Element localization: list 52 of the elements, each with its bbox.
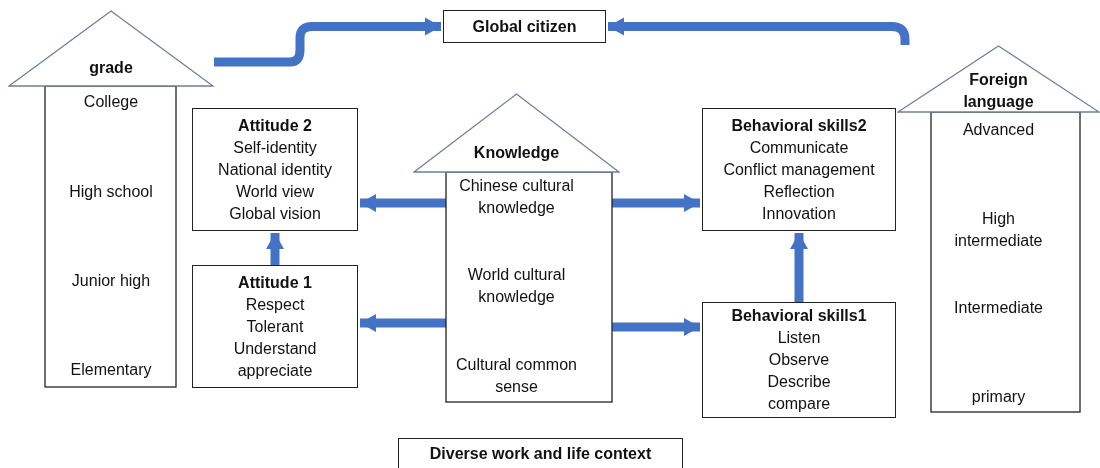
heading-text: Behavioral skills1 bbox=[731, 306, 867, 326]
house-shaped-column bbox=[8, 10, 214, 388]
text-box bbox=[192, 265, 358, 388]
arrow bbox=[790, 233, 808, 302]
item-text: Observe bbox=[768, 350, 830, 370]
text-box bbox=[702, 302, 896, 418]
item-text: Understand bbox=[233, 338, 317, 359]
item-text: Global vision bbox=[229, 203, 321, 224]
arrow bbox=[612, 194, 700, 212]
level-label: High school bbox=[68, 182, 154, 202]
arrow bbox=[214, 17, 441, 67]
item-text: Describe bbox=[767, 372, 831, 392]
level-label: High intermediate bbox=[953, 209, 1044, 251]
level-label: Chinese cultural knowledge bbox=[458, 176, 575, 218]
heading-text: Global citizen bbox=[472, 16, 577, 37]
item-text: Respect bbox=[245, 294, 305, 315]
house-shaped-column bbox=[413, 93, 620, 403]
level-label: College bbox=[82, 92, 140, 112]
item-text: National identity bbox=[218, 159, 332, 180]
text-box bbox=[398, 438, 683, 468]
item-text: compare bbox=[767, 394, 831, 414]
level-label: World cultural knowledge bbox=[466, 265, 567, 307]
level-label: Intermediate bbox=[953, 298, 1044, 318]
item-text: Conflict management bbox=[723, 159, 875, 180]
arrow bbox=[612, 318, 700, 336]
heading-text: Diverse work and life context bbox=[429, 444, 652, 464]
arrow bbox=[266, 233, 284, 265]
item-text: World view bbox=[236, 181, 314, 202]
heading-text: Behavioral skills2 bbox=[731, 115, 867, 136]
heading-text: Knowledge bbox=[472, 143, 561, 163]
heading-text: Foreign language bbox=[962, 70, 1035, 112]
item-text: Communicate bbox=[749, 137, 849, 158]
level-label: Cultural common sense bbox=[455, 355, 578, 397]
text-box bbox=[192, 108, 358, 231]
item-text: Listen bbox=[777, 328, 821, 348]
arrow bbox=[360, 194, 446, 212]
item-text: Reflection bbox=[763, 181, 835, 202]
level-label: Junior high bbox=[70, 271, 152, 291]
item-text: Self-identity bbox=[233, 137, 317, 158]
item-text: Innovation bbox=[762, 203, 836, 224]
arrow bbox=[360, 314, 446, 332]
level-label: Advanced bbox=[961, 120, 1036, 140]
text-box bbox=[702, 108, 896, 231]
text-box bbox=[443, 10, 606, 43]
heading-text: grade bbox=[88, 58, 134, 78]
house-shaped-column bbox=[897, 45, 1100, 413]
item-text: Tolerant bbox=[246, 316, 304, 337]
level-label: primary bbox=[970, 387, 1027, 407]
heading-text: Attitude 1 bbox=[238, 272, 312, 293]
item-text: appreciate bbox=[237, 360, 313, 381]
level-label: Elementary bbox=[69, 360, 153, 380]
heading-text: Attitude 2 bbox=[238, 115, 312, 136]
